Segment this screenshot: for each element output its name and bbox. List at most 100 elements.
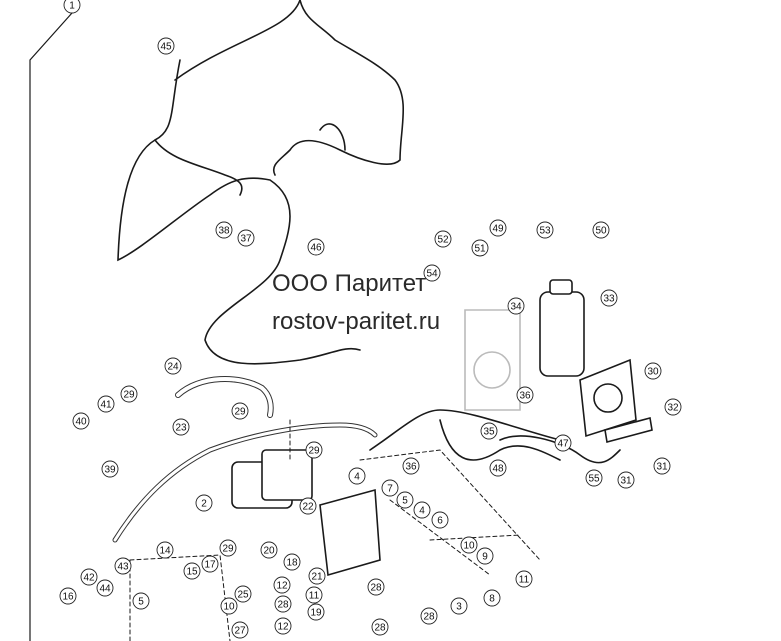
callout-36: 36 — [516, 386, 534, 404]
callout-49: 49 — [489, 219, 507, 237]
callout-number: 4 — [354, 472, 360, 483]
callout-number: 1 — [69, 1, 75, 12]
callout-16: 16 — [59, 587, 77, 605]
callout-21: 21 — [308, 567, 326, 585]
callout-number: 28 — [277, 600, 289, 611]
callout-number: 4 — [419, 506, 425, 517]
callout-6: 6 — [431, 511, 449, 529]
callout-number: 8 — [489, 594, 495, 605]
tank — [539, 291, 585, 377]
callout-number: 19 — [310, 608, 322, 619]
callout-28: 28 — [367, 578, 385, 596]
callout-8: 8 — [483, 589, 501, 607]
callout-11: 11 — [305, 586, 323, 604]
mount-plate — [319, 488, 381, 577]
callout-number: 32 — [667, 403, 679, 414]
callout-48: 48 — [489, 459, 507, 477]
callout-number: 44 — [99, 584, 111, 595]
callout-number: 55 — [588, 474, 600, 485]
callout-24: 24 — [164, 357, 182, 375]
callout-number: 5 — [402, 496, 408, 507]
callout-29: 29 — [120, 385, 138, 403]
callout-45: 45 — [157, 37, 175, 55]
hose-55 — [499, 435, 621, 464]
callout-number: 22 — [302, 502, 314, 513]
callout-5: 5 — [132, 592, 150, 610]
callout-number: 37 — [240, 234, 252, 245]
callout-29: 29 — [219, 539, 237, 557]
callout-11: 11 — [515, 570, 533, 588]
callout-number: 9 — [482, 552, 488, 563]
callout-23: 23 — [172, 418, 190, 436]
callout-47: 47 — [554, 434, 572, 452]
callout-10: 10 — [460, 536, 478, 554]
callout-number: 11 — [519, 575, 530, 586]
callout-number: 46 — [310, 243, 322, 254]
callout-number: 35 — [483, 427, 495, 438]
callout-number: 41 — [100, 400, 112, 411]
callout-27: 27 — [231, 621, 249, 639]
callout-number: 53 — [539, 226, 551, 237]
callout-44: 44 — [96, 579, 114, 597]
callout-number: 31 — [620, 476, 632, 487]
callout-number: 5 — [138, 597, 144, 608]
watermark-url: rostov-paritet.ru — [272, 308, 441, 335]
callout-number: 29 — [234, 407, 246, 418]
callout-number: 10 — [463, 541, 475, 552]
callout-14: 14 — [156, 541, 174, 559]
callout-number: 28 — [374, 623, 386, 634]
callout-43: 43 — [114, 557, 132, 575]
callout-number: 21 — [311, 572, 323, 583]
callout-7: 7 — [381, 479, 399, 497]
callout-12: 12 — [273, 576, 291, 594]
callout-number: 15 — [186, 567, 198, 578]
callout-28: 28 — [371, 618, 389, 636]
callout-number: 3 — [456, 602, 462, 613]
callout-5: 5 — [396, 491, 414, 509]
callout-31: 31 — [653, 457, 671, 475]
callout-50: 50 — [592, 221, 610, 239]
callout-number: 10 — [223, 602, 235, 613]
hose-35 — [369, 409, 561, 451]
callout-17: 17 — [201, 555, 219, 573]
callout-number: 34 — [510, 302, 522, 313]
callout-30: 30 — [644, 362, 662, 380]
callout-number: 29 — [123, 390, 135, 401]
callout-number: 31 — [656, 462, 668, 473]
callout-29: 29 — [305, 441, 323, 459]
callout-number: 45 — [160, 42, 172, 53]
callout-number: 52 — [437, 235, 449, 246]
callout-37: 37 — [237, 229, 255, 247]
callout-29: 29 — [231, 402, 249, 420]
callout-3: 3 — [450, 597, 468, 615]
callout-31: 31 — [617, 471, 635, 489]
hose-48 — [439, 419, 561, 461]
callout-53: 53 — [536, 221, 554, 239]
callout-32: 32 — [664, 398, 682, 416]
callout-number: 42 — [83, 573, 95, 584]
callout-22: 22 — [299, 497, 317, 515]
callout-9: 9 — [476, 547, 494, 565]
callout-number: 27 — [234, 626, 246, 637]
callout-39: 39 — [101, 460, 119, 478]
callout-54: 54 — [423, 264, 441, 282]
callout-number: 28 — [370, 583, 382, 594]
callout-18: 18 — [283, 553, 301, 571]
callout-number: 24 — [167, 362, 179, 373]
callout-number: 12 — [276, 581, 288, 592]
callout-35: 35 — [480, 422, 498, 440]
callout-number: 47 — [557, 439, 569, 450]
callout-number: 6 — [437, 516, 443, 527]
callout-2: 2 — [195, 494, 213, 512]
callout-46: 46 — [307, 238, 325, 256]
callout-number: 11 — [309, 591, 320, 602]
callout-number: 17 — [204, 560, 216, 571]
callout-number: 25 — [237, 590, 249, 601]
callout-number: 14 — [159, 546, 171, 557]
callout-20: 20 — [260, 541, 278, 559]
callout-28: 28 — [420, 607, 438, 625]
callout-number: 2 — [201, 499, 207, 510]
callout-41: 41 — [97, 395, 115, 413]
callout-40: 40 — [72, 412, 90, 430]
callout-10: 10 — [220, 597, 238, 615]
